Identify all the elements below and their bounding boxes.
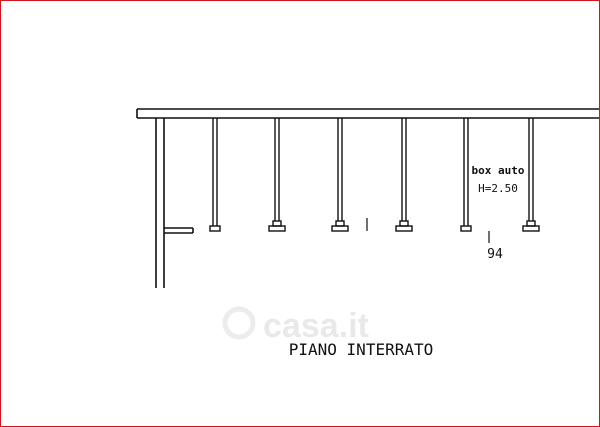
top-wall <box>136 108 599 119</box>
partition-wall-4 <box>395 118 413 232</box>
height-label: H=2.50 <box>478 182 518 195</box>
room-label: box auto <box>472 164 525 177</box>
wall-stub <box>164 227 194 234</box>
watermark-logo: casa.it <box>222 306 369 345</box>
partition-wall-3 <box>331 118 349 232</box>
left-wall <box>155 118 165 288</box>
watermark-logo-mark <box>222 306 256 340</box>
partition-wall-6 <box>522 118 540 232</box>
unit-number: 94 <box>487 247 503 262</box>
partition-wall-1 <box>209 118 221 232</box>
partition-wall-5 <box>460 118 472 232</box>
floor-label: PIANO INTERRATO <box>289 340 434 359</box>
partition-wall-2 <box>268 118 286 232</box>
watermark-logo-text: casa.it <box>263 307 369 345</box>
